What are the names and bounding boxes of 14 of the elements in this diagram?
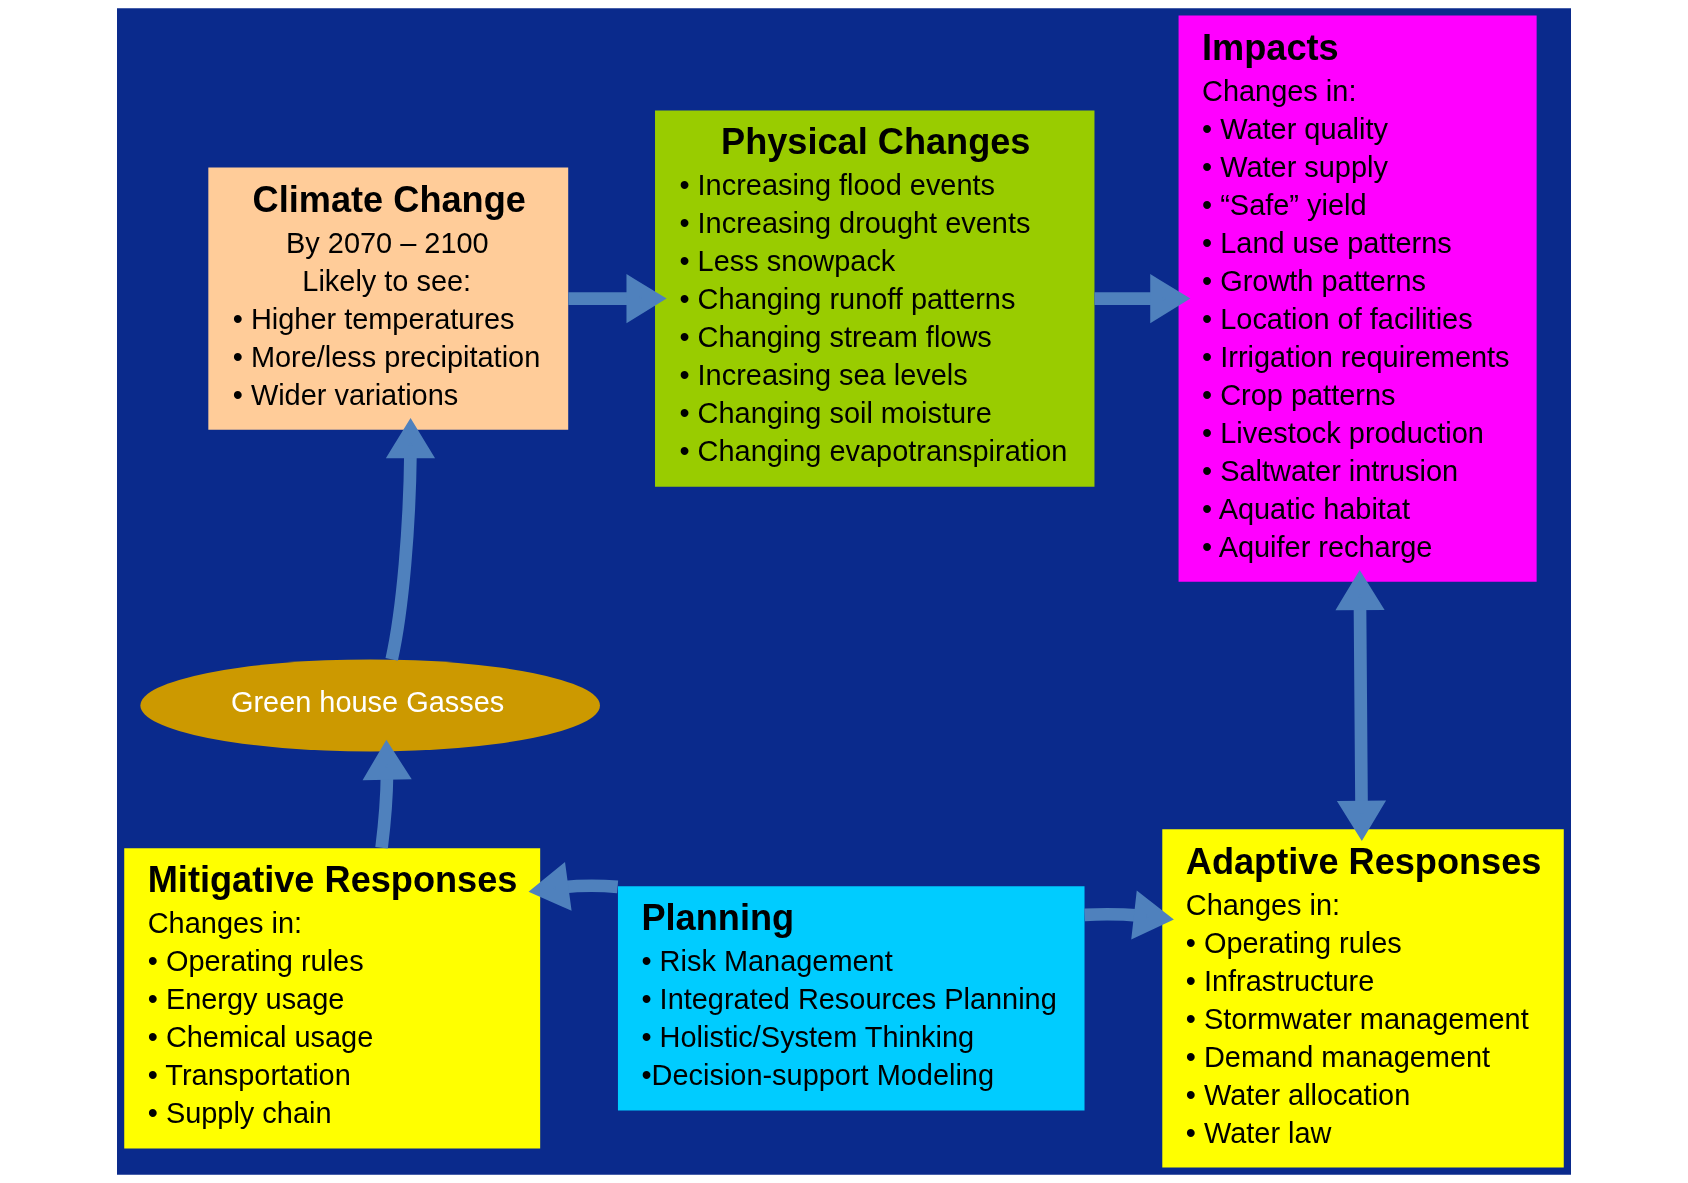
node-box: Climate Change By 2070 – 2100 Likely to see: • Higher temperatures • More/less precipitation • Wider variations [208, 167, 569, 430]
arrow [1335, 569, 1387, 841]
arrow [568, 274, 667, 324]
node-box: Impacts Changes in: • Water quality • Water supply • “Safe” yield • Land use patterns • Growth patterns • Location of facilities • Irrigation requirements • Crop patterns • Livestock production • Saltwater intrusion • Aquatic habitat • Aquifer recharge [1178, 15, 1537, 582]
node-box: Planning • Risk Management • Integrated Resources Planning • Holistic/System Thinking •Decision-support Modeling [617, 886, 1085, 1111]
arrow [1094, 274, 1191, 324]
arrow [362, 739, 412, 849]
node-box: Mitigative Responses Changes in: • Operating rules • Energy usage • Chemical usage • Transportation • Supply chain [124, 848, 541, 1149]
node-box: Adaptive Responses Changes in: • Operating rules • Infrastructure • Stormwater management • Demand management • Water allocation • Water law [1162, 829, 1564, 1168]
arrow [1084, 890, 1174, 940]
node-ellipse: Green house Gasses [140, 659, 600, 752]
arrow [385, 418, 436, 661]
node-box: Physical Changes • Increasing flood events • Increasing drought events • Less snowpack • Changing runoff patterns • Changing stream flows • Increasing sea levels • Changing soil moisture • Changing evapotranspiration [655, 110, 1095, 487]
arrow [528, 862, 619, 911]
